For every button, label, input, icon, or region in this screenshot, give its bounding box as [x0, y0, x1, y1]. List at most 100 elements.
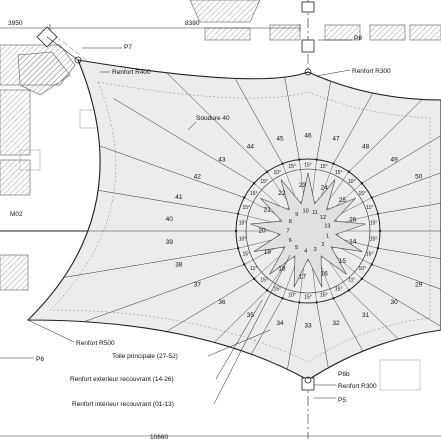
panel-number-mid: 24	[321, 185, 329, 192]
panel-number-outer: 40	[166, 216, 174, 223]
panel-number-inner: 9	[295, 212, 298, 218]
angle-label: 15°	[243, 205, 251, 211]
seam-line	[361, 98, 441, 184]
seam-line	[77, 264, 245, 325]
panel-number-inner: 10	[303, 209, 309, 215]
panel-number-mid: 19	[264, 249, 272, 256]
legend-renfort-ext: Renfort exterieur recouvrant (14-26)	[70, 376, 174, 383]
panel-number-inner: 6	[289, 238, 292, 244]
seam-line	[371, 137, 441, 198]
seam-line	[316, 60, 340, 160]
panel-number-inner: 12	[320, 215, 326, 221]
seam-line	[77, 137, 245, 198]
panel-number-outer: 29	[415, 282, 423, 289]
angle-label: 10°	[359, 266, 367, 272]
angle-label: 15°	[370, 220, 378, 226]
panel-number-outer: 50	[415, 174, 423, 181]
point-label-p8: P8	[354, 35, 362, 42]
panel-number-mid: 16	[321, 271, 329, 278]
seam-line	[316, 302, 340, 380]
panel-number-outer: 44	[247, 144, 255, 151]
panel-number-mid: 14	[349, 239, 357, 246]
panel-number-outer: 30	[390, 299, 398, 306]
dimension-bottom-mid: 10660	[150, 434, 168, 439]
inner-star-reinforcement	[250, 172, 366, 288]
panel-number-mid: 26	[349, 217, 357, 224]
panel-number-outer: 35	[247, 312, 255, 319]
panel-number-mid: 23	[299, 182, 307, 189]
angle-labels: 15°15°10°11°15°15°15°10°15°15°11°15°10°1…	[239, 162, 378, 300]
panel-number-inner: 4	[304, 248, 307, 254]
angle-label: 11°	[348, 278, 355, 284]
anchor-p7: P7	[36, 26, 132, 64]
angle-label: 15°	[260, 278, 268, 284]
seam-line	[160, 66, 268, 172]
panel-number-inner: 11	[312, 210, 318, 216]
panel-number-outer: 38	[175, 261, 183, 268]
label-renfort-r500: Renfort R500	[76, 340, 115, 347]
angle-label: 15°	[304, 294, 312, 300]
angle-label: 15°	[359, 191, 367, 197]
panel-number-mid: 25	[339, 197, 347, 204]
panel-number-outer: 46	[304, 133, 312, 140]
point-label-p7: P7	[124, 44, 132, 51]
panel-number-mid: 20	[258, 228, 266, 235]
angle-label: 15°	[239, 220, 247, 226]
anchor-p6: P6	[0, 356, 44, 363]
panel-number-outer: 47	[332, 136, 340, 143]
angle-label: 10°	[239, 236, 247, 242]
panel-number-inner: 3	[314, 247, 317, 253]
angle-label: 15°	[335, 170, 343, 176]
panel-number-outer: 49	[390, 157, 398, 164]
panel-number-outer: 45	[276, 136, 284, 143]
seam-line	[276, 302, 300, 380]
angle-label: 15°	[260, 179, 268, 185]
angle-label: 10°	[348, 179, 356, 185]
inner-ring	[245, 168, 371, 294]
angle-label: 15°	[320, 292, 328, 298]
angle-label: 15°	[366, 252, 374, 258]
canopy-membrane	[26, 59, 441, 381]
panel-number-inner: 13	[324, 224, 330, 230]
label-renfort-r400: Renfort R400	[112, 69, 151, 76]
seam-line	[371, 264, 441, 325]
seam-line	[55, 247, 239, 280]
point-label-p5: P5	[338, 397, 346, 404]
panel-number-outer: 31	[362, 312, 370, 319]
panel-number-outer: 41	[175, 194, 183, 201]
angle-label: 11°	[250, 266, 257, 272]
dimension-top-left: 3950	[8, 20, 23, 27]
panel-number-outer: 33	[304, 323, 312, 330]
angle-label: 15°	[320, 164, 328, 170]
star-polygon	[250, 172, 366, 288]
dimension-lines: 3950 8380 10660	[0, 20, 441, 439]
seam-line	[377, 182, 441, 215]
panel-number-outer: 39	[166, 239, 174, 246]
panel-number-inner: 5	[295, 245, 298, 251]
angle-label: 15°	[288, 164, 296, 170]
angle-label: 15°	[243, 252, 251, 258]
panel-number-outer: 43	[218, 157, 226, 164]
panel-number-mid: 15	[339, 258, 347, 265]
panel-number-outer: 42	[194, 174, 202, 181]
panel-number-outer: 36	[218, 299, 226, 306]
seam-line	[276, 60, 300, 160]
anchor-p8: P8	[301, 1, 362, 76]
label-renfort-r300-top: Renfort R300	[352, 68, 391, 75]
canopy-inner-edge	[49, 81, 431, 363]
angle-label: 11°	[366, 205, 373, 211]
panel-number-mid: 21	[264, 206, 272, 213]
building-walls	[0, 0, 441, 391]
label-weld: Soudure 40	[196, 115, 230, 122]
legend-renfort-int: Renfort intérieur recouvrant (01-13)	[72, 401, 174, 408]
label-m02: M02	[10, 211, 23, 218]
panel-number-inner: 1	[326, 233, 329, 239]
angle-label: 15°	[304, 162, 312, 168]
angle-label: 15°	[370, 236, 378, 242]
angle-label: 15°	[250, 191, 258, 197]
panel-number-outer: 32	[332, 320, 340, 327]
panel-number-outer: 34	[276, 320, 284, 327]
seam-line	[377, 247, 441, 280]
